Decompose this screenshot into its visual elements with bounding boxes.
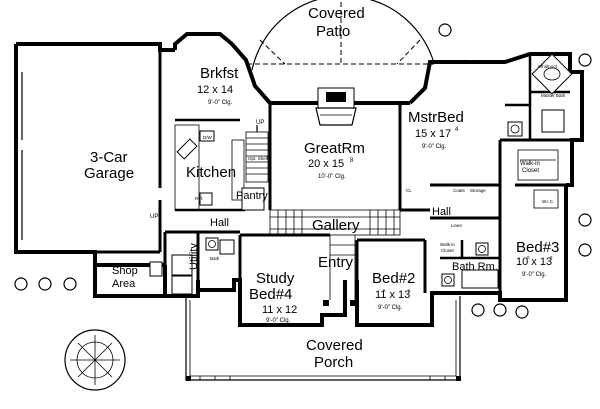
covered-patio-label-line2: Patio xyxy=(316,23,350,40)
sitting-area-label: Sitting Area xyxy=(458,59,482,64)
bed2-ceiling: 9'-0" Clg. xyxy=(378,305,403,311)
gallery-tile-floor xyxy=(269,209,401,300)
master-bed-label: MstrBed xyxy=(408,109,464,126)
study-dims: 11 x 12 xyxy=(262,304,297,316)
stair-up-label: UP xyxy=(256,120,264,126)
kitchen-fixtures xyxy=(174,124,265,211)
bed2-dims-sup1: 6 xyxy=(383,288,386,293)
tree-icon xyxy=(64,329,126,391)
bed3-dims-sup2: 6 xyxy=(550,255,553,260)
wic-label: W.I.C. xyxy=(542,199,554,204)
shop-area-label-line1: Shop xyxy=(112,265,138,277)
gallery-label: Gallery xyxy=(312,217,360,234)
whirlpool-label: Whirlpool xyxy=(538,64,557,69)
hall-left-label: Hall xyxy=(210,217,229,229)
kitchen-label: Kitchen xyxy=(186,164,236,181)
master-bath-fixtures xyxy=(507,53,573,209)
great-room-label: GreatRm xyxy=(304,140,365,157)
covered-porch-railing xyxy=(185,296,461,381)
bed3-label: Bed#3 xyxy=(516,239,559,256)
bath-room-label: Bath Rm. xyxy=(452,261,498,273)
closet-mark-label: CL xyxy=(406,188,412,193)
bed2-dims-sup2: 6 xyxy=(408,288,411,293)
breakfast-ceiling: 9'-0" Clg. xyxy=(208,100,233,106)
shop-area-label-line2: Area xyxy=(112,278,136,290)
walkin-closet-label-line2: Closet xyxy=(522,168,539,174)
bed2-dims: 11 x 13 xyxy=(375,289,410,301)
breakfast-label: Brkfst xyxy=(200,65,239,82)
great-room-ceiling: 10'-0" Clg. xyxy=(318,174,346,180)
linen-label: Linen xyxy=(451,223,463,228)
utility-fixtures xyxy=(149,237,235,295)
study-label-line2: Bed#4 xyxy=(249,286,292,303)
storage-label: Storage xyxy=(470,188,486,193)
pantry-label: Pantry xyxy=(236,190,268,202)
annotation-labels: Sitting Area Master Bath Coats Storage L… xyxy=(150,59,566,261)
landscape-shrubs xyxy=(14,23,592,319)
utility-bath-label: Bath xyxy=(210,256,220,261)
study-ceiling: 9'-0" Clg. xyxy=(266,318,291,324)
covered-patio-outline xyxy=(247,0,435,71)
hall-right-label: Hall xyxy=(432,206,451,218)
covered-patio-label-line1: Covered xyxy=(308,5,365,22)
great-room-dims-superscript: 8 xyxy=(350,158,354,164)
walkin-closet-small-line2: Closet xyxy=(441,248,455,253)
room-labels: Covered Patio Brkfst 12 x 14 9'-0" Clg. … xyxy=(84,5,559,371)
bed3-dims-sup1: 0 xyxy=(527,255,530,260)
dishwasher-label: D/W xyxy=(203,135,213,140)
bed2-label: Bed#2 xyxy=(372,270,415,287)
entry-label: Entry xyxy=(318,254,354,271)
covered-porch-label-line2: Porch xyxy=(314,354,353,371)
bed3-dims: 10 x 13 xyxy=(516,256,552,268)
breakfast-dims: 12 x 14 xyxy=(197,84,233,96)
stairs xyxy=(245,125,269,183)
coats-label: Coats xyxy=(453,188,466,193)
walkin-closet-label-line1: Walk-in xyxy=(520,161,540,167)
great-room-dims: 20 x 15 xyxy=(308,158,344,170)
fireplace xyxy=(315,87,357,126)
refrigerator-label: Ref. xyxy=(195,196,203,201)
master-bed-ceiling: 9'-0" Clg. xyxy=(422,144,447,150)
walkin-closet-small-line1: Walk-in xyxy=(440,242,455,247)
covered-porch-label-line1: Covered xyxy=(306,337,363,354)
master-bed-dims-superscript: 4 xyxy=(455,127,459,133)
optional-shelf-label: Opt. Shelf xyxy=(248,156,269,161)
garage-label-line1: 3-Car xyxy=(90,149,128,166)
garage-label-line2: Garage xyxy=(84,165,134,182)
garage-up-label: UP xyxy=(150,214,158,220)
master-bath-label: Master Bath xyxy=(541,93,566,98)
bed3-ceiling: 9'-0" Clg. xyxy=(522,272,547,278)
master-bed-dims: 15 x 17 xyxy=(415,128,451,140)
study-label-line1: Study xyxy=(256,270,295,287)
hall-bath-fixtures xyxy=(441,242,499,289)
utility-label: Utility xyxy=(188,243,200,270)
